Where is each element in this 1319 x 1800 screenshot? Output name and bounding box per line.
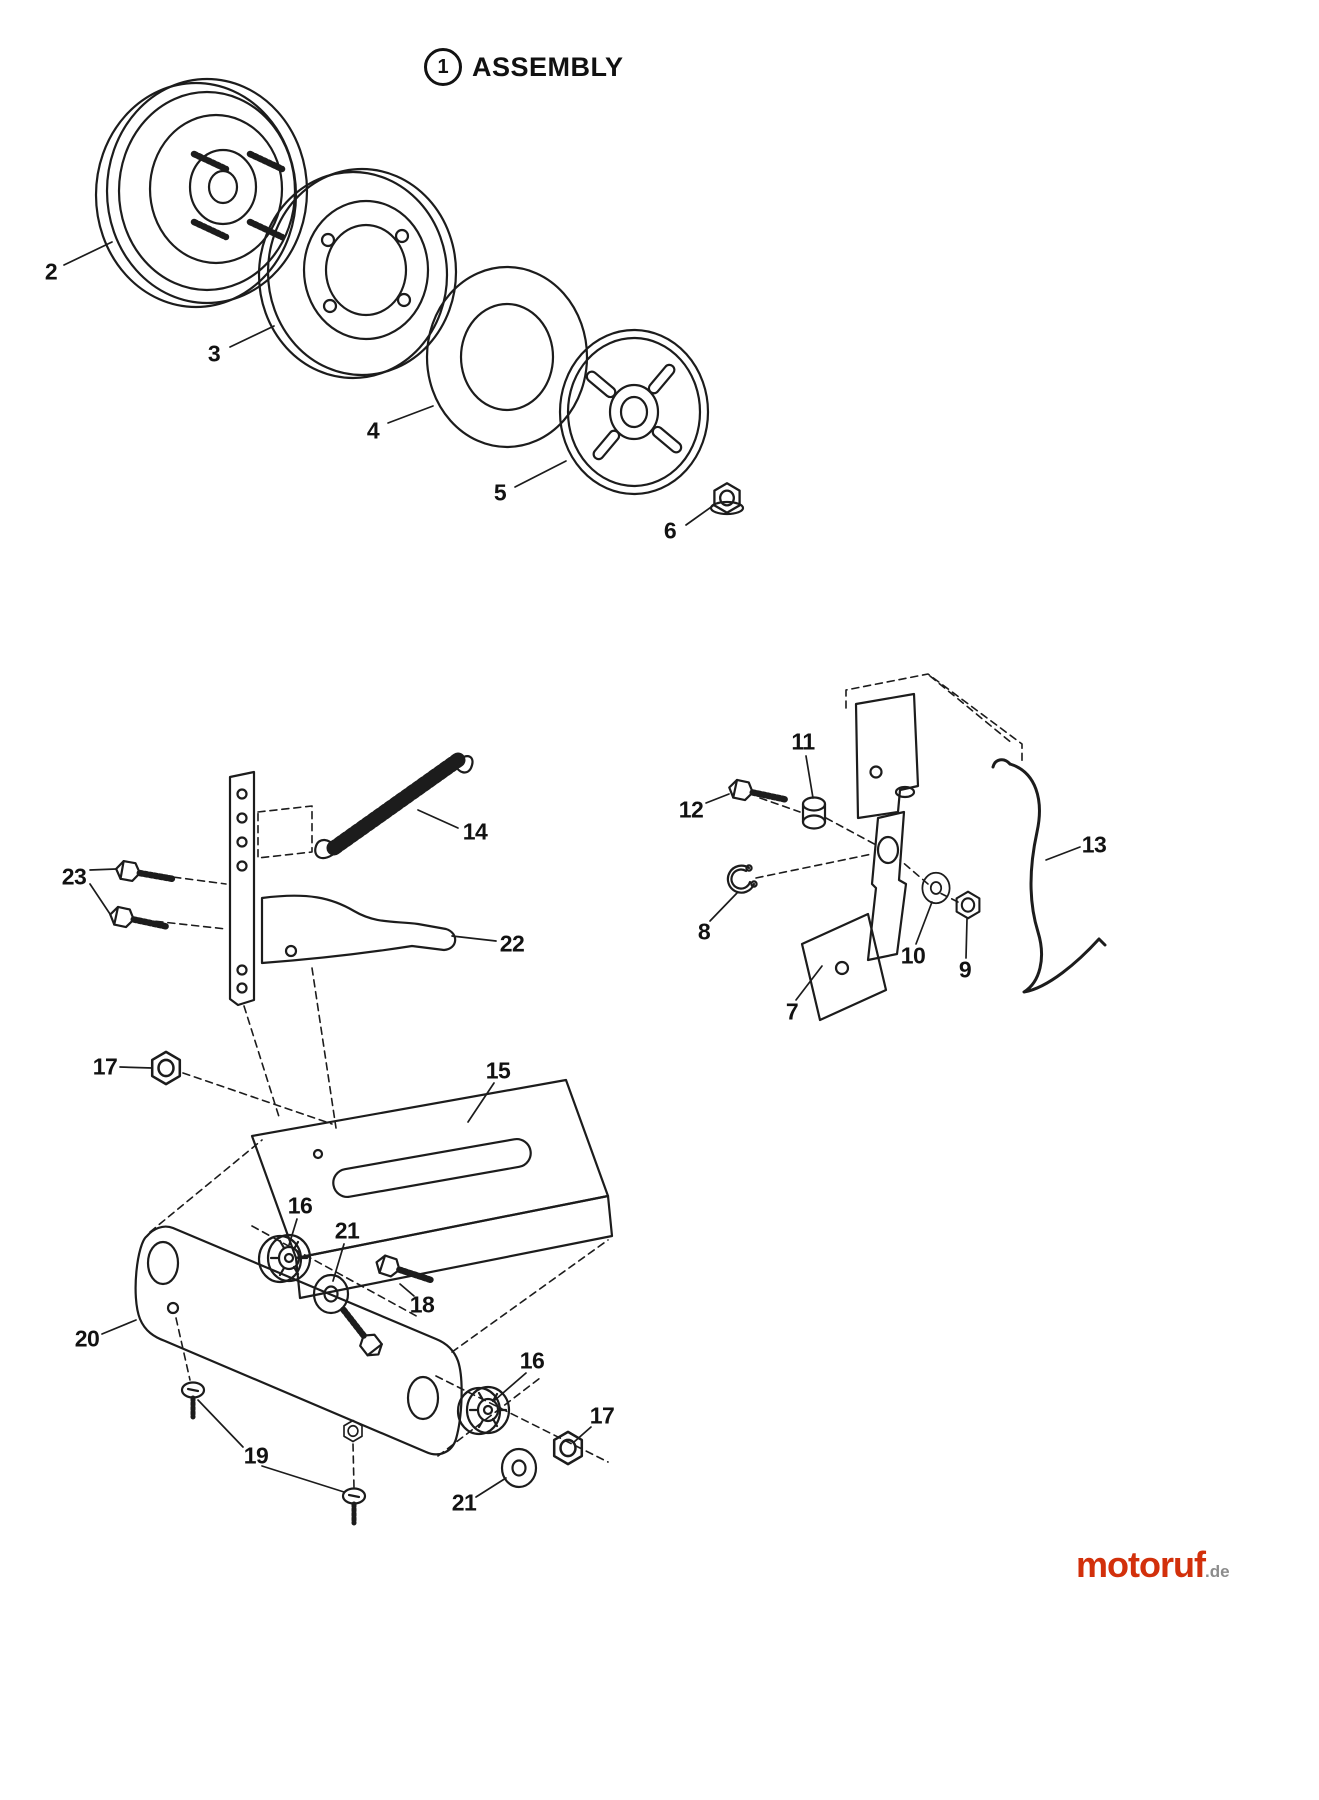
part-3-pulley	[257, 167, 458, 380]
callout-18: 18	[409, 1291, 435, 1318]
callout-19: 19	[243, 1442, 269, 1469]
callout-13: 13	[1081, 831, 1107, 858]
part-4-disc	[425, 265, 589, 449]
diagram-title: 1 ASSEMBLY	[424, 48, 624, 86]
callout-3: 3	[207, 340, 221, 367]
part-15-mounting-plate	[250, 1078, 614, 1300]
callout-10: 10	[900, 942, 926, 969]
part-7-lever-bracket	[800, 692, 920, 1022]
part-21-washer-lower	[500, 1447, 538, 1489]
watermark: motoruf.de	[1076, 1544, 1230, 1586]
part-23-bolts	[108, 860, 174, 935]
callout-11: 11	[791, 728, 815, 755]
callout-4: 4	[366, 417, 380, 444]
part-5-slotted-plate	[558, 328, 710, 496]
part-17-nut-upper	[150, 1050, 182, 1086]
callout-7: 7	[785, 998, 799, 1025]
part-13-spring-wire	[991, 758, 1107, 994]
leader-lines	[63, 241, 1081, 1498]
callout-22: 22	[499, 930, 525, 957]
part-2-pulley	[94, 77, 309, 309]
callout-16-upper: 16	[287, 1192, 313, 1219]
part-14-extension-spring	[314, 752, 474, 860]
callout-16-lower: 16	[519, 1347, 545, 1374]
callout-17-lower: 17	[589, 1402, 615, 1429]
part-9-nut	[955, 890, 981, 920]
part-6-flange-nut	[709, 482, 745, 516]
part-bracket-bar	[228, 770, 313, 1007]
callout-12: 12	[678, 796, 704, 823]
callout-8: 8	[697, 918, 711, 945]
callout-9: 9	[958, 956, 972, 983]
part-10-washer	[921, 871, 951, 905]
callout-17-upper: 17	[92, 1053, 118, 1080]
part-8-retaining-ring	[726, 864, 758, 894]
callout-15: 15	[485, 1057, 511, 1084]
part-11-spacer	[801, 796, 827, 830]
part-22-lever	[260, 894, 457, 965]
callout-6: 6	[663, 517, 677, 544]
section-number: 1	[437, 55, 449, 78]
part-12-bolt	[727, 779, 787, 809]
callout-21-upper: 21	[334, 1217, 360, 1244]
callout-2: 2	[44, 258, 58, 285]
callout-5: 5	[493, 479, 507, 506]
watermark-brand: motoruf	[1076, 1544, 1206, 1585]
section-title: ASSEMBLY	[472, 51, 624, 82]
part-20-bracket	[134, 1225, 463, 1456]
callout-23: 23	[61, 863, 87, 890]
watermark-suffix: .de	[1204, 1562, 1230, 1581]
callout-21-lower: 21	[451, 1489, 477, 1516]
part-19-screws	[182, 1383, 365, 1524]
assembly-guide-lines	[143, 673, 1023, 1489]
callout-14: 14	[462, 818, 488, 845]
callout-20: 20	[74, 1325, 100, 1352]
section-number-circle: 1	[424, 48, 462, 86]
